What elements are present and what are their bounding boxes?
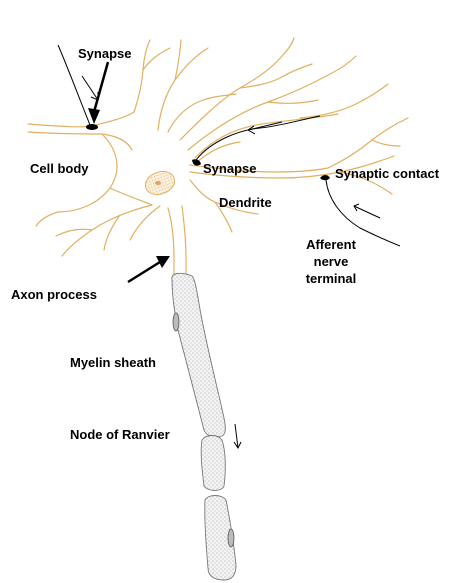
synapse-dot-top [86,124,98,130]
label-dendrite: Dendrite [219,195,272,211]
myelin-sheath-segments [172,273,236,580]
label-myelin-sheath: Myelin sheath [70,355,156,371]
pointer-axon-process [128,256,170,282]
label-node-of-ranvier: Node of Ranvier [70,427,170,443]
synapse-dot-contact [320,175,330,180]
flow-arrow-contact [354,204,380,218]
flow-arrow-axon [234,424,241,448]
label-terminal: terminal [296,270,366,287]
label-axon-process: Axon process [11,287,97,303]
label-synaptic-contact: Synaptic contact [335,166,439,182]
nucleus [142,168,178,199]
fibre-mid [196,116,320,160]
afferent-fibres [58,45,400,246]
flow-arrow-top-left [82,76,98,100]
label-synapse-top: Synapse [78,46,131,62]
label-nerve: nerve [296,253,366,270]
label-afferent: Afferent [296,236,366,253]
label-synapse-mid: Synapse [203,161,256,177]
label-afferent-nerve-terminal: Afferent nerve terminal [296,236,366,287]
label-cell-body: Cell body [30,161,89,177]
